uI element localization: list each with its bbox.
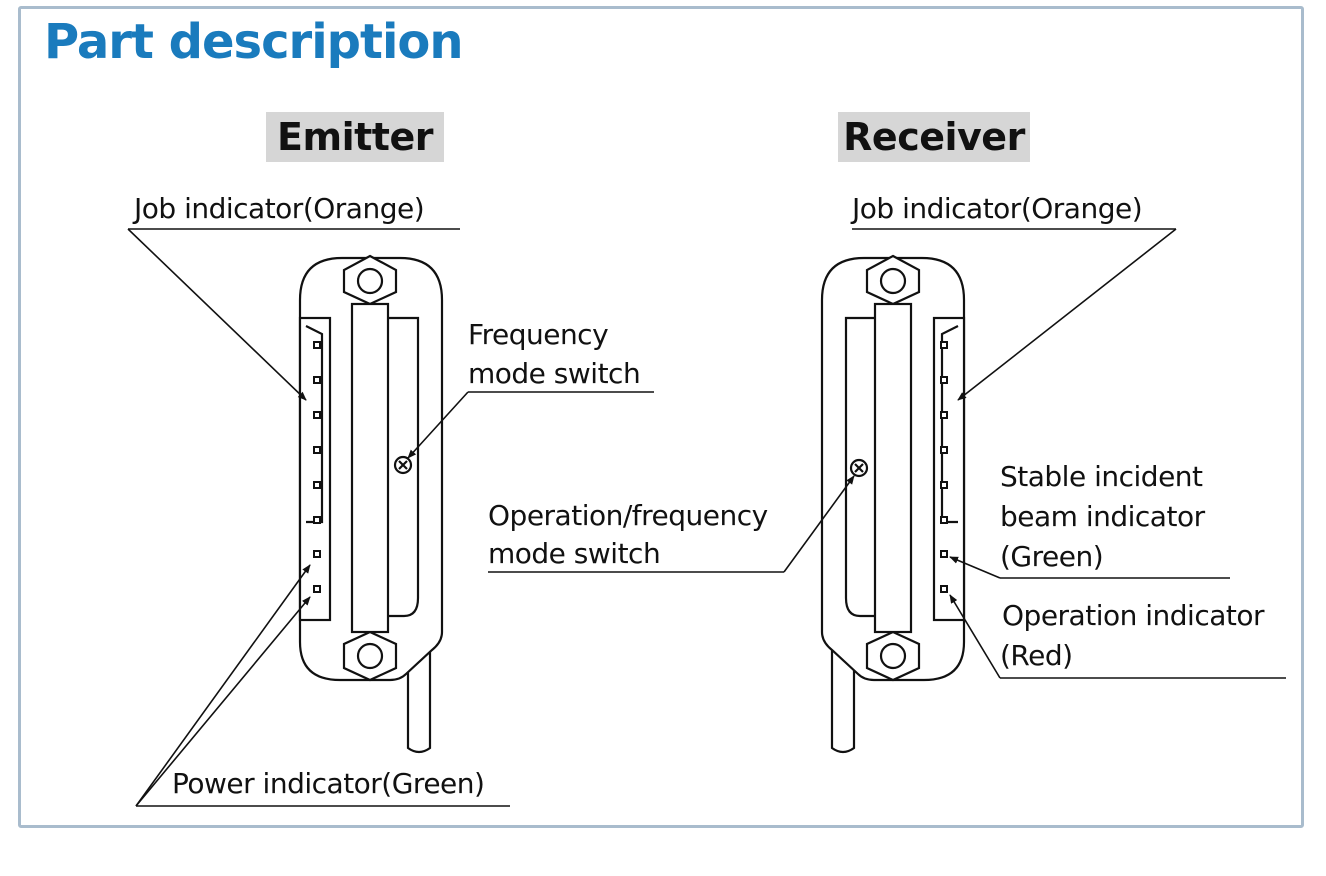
emitter-power-indicator-label: Power indicator(Green) bbox=[172, 767, 485, 800]
emitter-job-indicator-label: Job indicator(Orange) bbox=[134, 192, 425, 225]
emitter-frequency-switch-label-1: Frequency bbox=[468, 318, 609, 351]
receiver-heading: Receiver bbox=[838, 112, 1030, 162]
receiver-stable-indicator-label-1: Stable incident bbox=[1000, 460, 1203, 493]
diagram-frame bbox=[18, 6, 1304, 828]
page-title: Part description bbox=[44, 14, 464, 70]
emitter-frequency-switch-label-2: mode switch bbox=[468, 357, 641, 390]
receiver-operation-indicator-label-1: Operation indicator bbox=[1002, 599, 1265, 632]
receiver-job-indicator-label: Job indicator(Orange) bbox=[852, 192, 1143, 225]
emitter-leds bbox=[313, 341, 321, 593]
emitter-heading: Emitter bbox=[266, 112, 444, 162]
receiver-stable-indicator-label-2: beam indicator bbox=[1000, 500, 1205, 533]
emitter-body bbox=[298, 254, 444, 754]
receiver-body bbox=[820, 254, 966, 754]
receiver-stable-indicator-label-3: (Green) bbox=[1000, 540, 1104, 573]
receiver-operation-switch-label-2: mode switch bbox=[488, 537, 661, 570]
receiver-leds bbox=[940, 341, 948, 593]
receiver-operation-indicator-label-2: (Red) bbox=[1000, 639, 1073, 672]
receiver-operation-switch-label-1: Operation/frequency bbox=[488, 499, 768, 532]
